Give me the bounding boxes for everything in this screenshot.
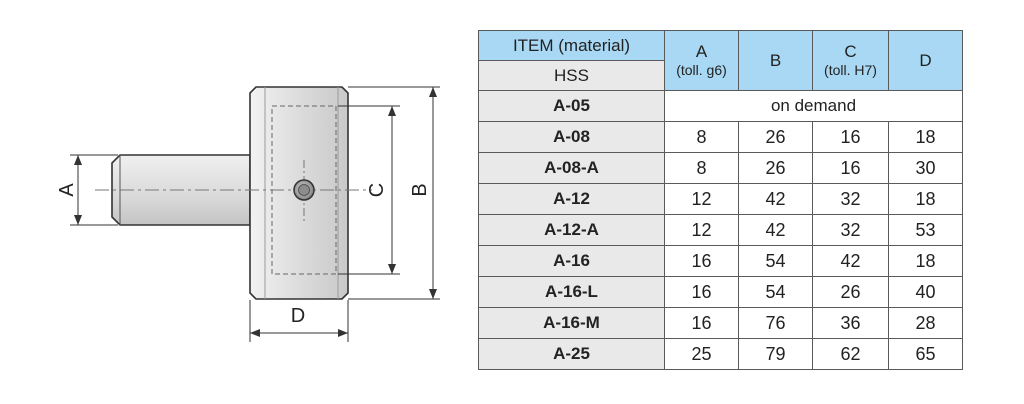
col-header-c-name: C [844, 41, 857, 61]
value-cell-a: 12 [664, 214, 739, 246]
table-row: A-05 on demand [478, 90, 963, 122]
header-row-2: HSS [478, 60, 963, 91]
value-cell-c: 32 [812, 214, 889, 246]
value-cell-c: 36 [812, 307, 889, 339]
col-header-b: B [738, 30, 813, 91]
item-code: A-16 [478, 245, 665, 277]
value-cell-a: 12 [664, 183, 739, 215]
value-cell-a: 16 [664, 307, 739, 339]
dimension-a-label: A [56, 183, 78, 197]
value-cell-b: 54 [738, 276, 813, 308]
value-cell-d: 28 [888, 307, 963, 339]
value-cell-b: 42 [738, 183, 813, 215]
value-cell-d: 18 [888, 121, 963, 153]
value-cell-a: 16 [664, 245, 739, 277]
dimension-d-label: D [291, 305, 305, 327]
col-header-b-name: B [769, 50, 782, 70]
dimension-b-label: B [409, 183, 431, 196]
value-cell-d: 18 [888, 245, 963, 277]
technical-drawing: A C B D [56, 86, 440, 342]
item-code: A-12-A [478, 214, 665, 246]
dimension-a [70, 154, 118, 226]
value-cell-d: 40 [888, 276, 963, 308]
value-cell-b: 76 [738, 307, 813, 339]
spec-table: ITEM (material) A (toll. g6) B C (toll. … [478, 30, 963, 370]
material-label: HSS [478, 60, 665, 91]
dimension-d [249, 300, 349, 342]
item-code: A-16-L [478, 276, 665, 308]
value-cell-a: 16 [664, 276, 739, 308]
item-code: A-08-A [478, 152, 665, 184]
item-code: A-12 [478, 183, 665, 215]
value-cell-c: 16 [812, 121, 889, 153]
value-cell-b: 26 [738, 121, 813, 153]
value-cell-c: 32 [812, 183, 889, 215]
on-demand-cell: on demand [664, 90, 963, 122]
col-header-a-name: A [695, 41, 708, 61]
value-cell-d: 30 [888, 152, 963, 184]
col-header-c: C (toll. H7) [812, 30, 889, 91]
col-header-a: A (toll. g6) [664, 30, 739, 91]
col-header-a-tolerance: (toll. g6) [676, 61, 727, 78]
value-cell-d: 53 [888, 214, 963, 246]
value-cell-c: 16 [812, 152, 889, 184]
value-cell-d: 65 [888, 338, 963, 370]
col-header-d: D [888, 30, 963, 91]
dimension-c [338, 105, 400, 275]
value-cell-a: 25 [664, 338, 739, 370]
item-code: A-25 [478, 338, 665, 370]
value-cell-b: 79 [738, 338, 813, 370]
dimension-c-label: C [366, 183, 388, 197]
col-header-c-tolerance: (toll. H7) [824, 61, 877, 78]
item-code: A-08 [478, 121, 665, 153]
header-row-1: ITEM (material) A (toll. g6) B C (toll. … [478, 30, 963, 91]
item-code: A-16-M [478, 307, 665, 339]
value-cell-c: 26 [812, 276, 889, 308]
item-code: A-05 [478, 90, 665, 122]
value-cell-d: 18 [888, 183, 963, 215]
col-header-d-name: D [919, 50, 932, 70]
value-cell-c: 42 [812, 245, 889, 277]
value-cell-a: 8 [664, 121, 739, 153]
value-cell-b: 54 [738, 245, 813, 277]
value-cell-b: 26 [738, 152, 813, 184]
value-cell-b: 42 [738, 214, 813, 246]
item-column-header: ITEM (material) [478, 30, 665, 61]
value-cell-c: 62 [812, 338, 889, 370]
value-cell-a: 8 [664, 152, 739, 184]
dimension-b [348, 86, 440, 300]
